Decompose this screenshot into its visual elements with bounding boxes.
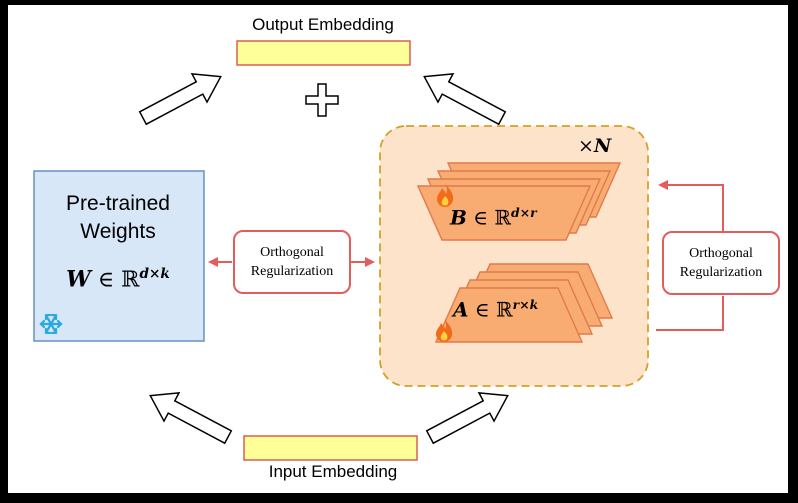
repeat-var: N [593,135,612,157]
b-dims: d×r [511,205,537,220]
reg-left-line2: Regularization [250,264,334,279]
arrow-input-to-pretrained [149,391,233,445]
arrow-input-to-lora [425,391,509,445]
reg-right-line2: Regularization [679,265,763,280]
arrow-pretrained-to-output [138,72,222,126]
input-embedding-label: Input Embedding [268,462,398,481]
output-embedding-label: Output Embedding [252,15,394,34]
a-dims: r×k [512,297,539,312]
fire-icon-a [436,319,453,342]
feedback-loop-arrow [658,180,724,231]
orthogonal-regularization-left: Orthogonal Regularization [233,230,351,294]
b-matrix-formula: B ∈ ℝd×r [450,205,537,231]
w-dims: d×k [139,266,170,282]
a-matrix-stack [434,263,614,343]
a-matrix-formula: A ∈ ℝr×k [453,297,538,323]
a-set: ∈ ℝ [468,297,513,322]
a-var: A [453,297,469,322]
b-matrix-stack [416,162,622,241]
plus-icon [305,83,339,117]
output-embedding-bar [236,40,411,66]
repeat-count: ×N [578,135,611,158]
reg-left-line1: Orthogonal [260,245,324,260]
fire-icon-b [437,184,454,207]
b-set: ∈ ℝ [466,205,512,230]
pretrained-weights-formula: W ∈ ℝd×k [34,266,202,292]
w-var: W [66,266,91,293]
pretrained-weights-title: Pre-trained Weights [66,192,170,243]
b-var: B [450,205,467,230]
pretrained-weights-box [33,170,205,342]
reg-right-line1: Orthogonal [689,246,753,261]
arrow-lora-to-output [423,72,507,126]
w-set: ∈ ℝ [90,267,140,293]
input-embedding-bar [243,435,418,461]
snowflake-icon [39,313,63,335]
repeat-prefix: × [578,135,594,157]
feedback-loop-line [656,296,724,331]
orthogonal-regularization-right: Orthogonal Regularization [662,231,780,295]
